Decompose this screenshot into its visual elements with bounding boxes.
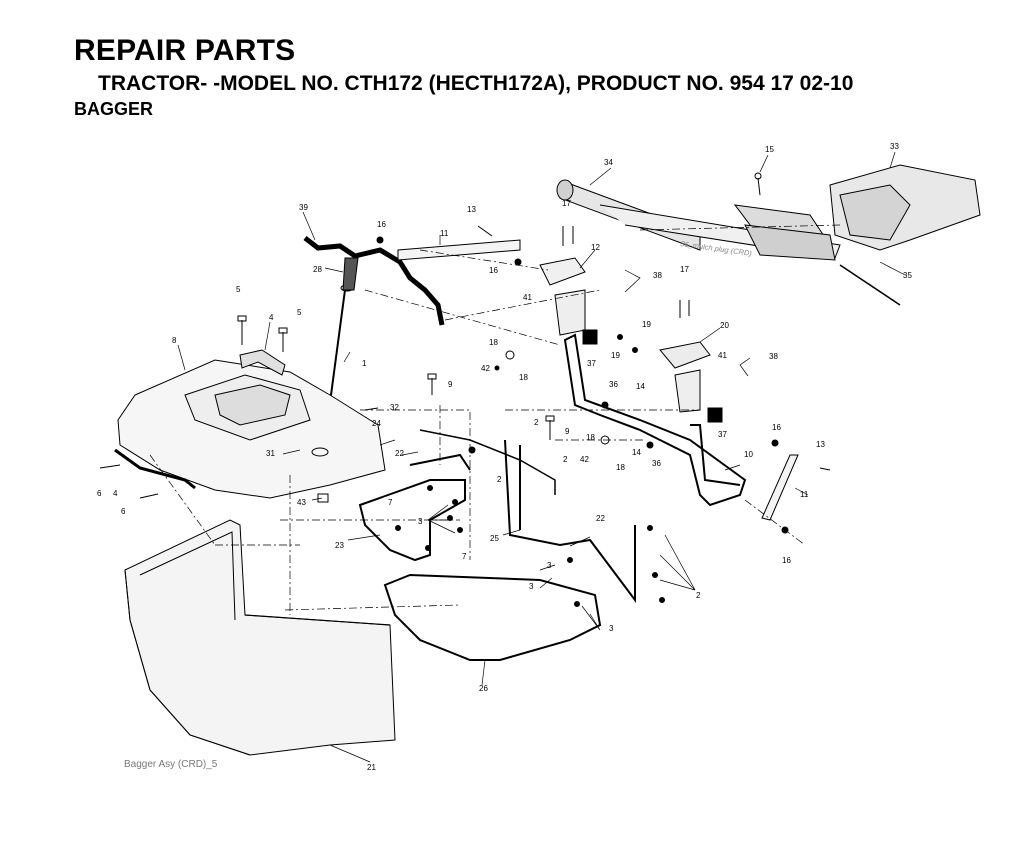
callout-2b: 2 [563, 455, 568, 464]
callout-8: 8 [172, 336, 177, 345]
callout-12: 12 [591, 243, 600, 252]
bracket-20 [659, 341, 711, 369]
callout-16d: 16 [782, 556, 791, 565]
callout-4a: 4 [269, 313, 274, 322]
callout-10: 10 [744, 450, 753, 459]
page-subtitle: TRACTOR- -MODEL NO. CTH172 (HECTH172A), … [98, 72, 854, 95]
callout-9b: 9 [565, 427, 570, 436]
callout-18b: 18 [519, 373, 528, 382]
callout-33: 33 [890, 142, 899, 151]
spacer-37-b [707, 407, 723, 423]
callout-6b: 6 [121, 507, 126, 516]
tube-34-end [556, 179, 574, 201]
callout-11a: 11 [440, 229, 449, 238]
callout-18d: 18 [616, 463, 625, 472]
frame-23 [358, 479, 466, 562]
callout-37a: 37 [587, 359, 596, 368]
frame-10 [563, 333, 747, 507]
callout-22a: 22 [395, 449, 404, 458]
rod-35 [839, 264, 901, 306]
bag-21 [124, 519, 396, 756]
callout-36b: 36 [652, 459, 661, 468]
frame-25 [504, 439, 636, 603]
section-title: BAGGER [74, 99, 154, 119]
callout-7a: 7 [388, 498, 393, 507]
callout-3c: 3 [529, 582, 534, 591]
handle-39 [303, 236, 445, 326]
callout-2a: 2 [534, 418, 539, 427]
grip-28 [342, 257, 359, 291]
callout-38b: 38 [769, 352, 778, 361]
callout-6a: 6 [97, 489, 102, 498]
callout-18c: 18 [586, 433, 595, 442]
callout-14b: 14 [632, 448, 641, 457]
callout-38a: 38 [653, 271, 662, 280]
callout-19a: 19 [642, 320, 651, 329]
callout-20: 20 [720, 321, 729, 330]
callout-16c: 16 [772, 423, 781, 432]
callout-42b: 42 [580, 455, 589, 464]
callout-32: 32 [390, 403, 399, 412]
spacer-37 [582, 329, 598, 345]
callout-42a: 42 [481, 364, 490, 373]
callout-28: 28 [313, 265, 322, 274]
callout-35: 35 [903, 271, 912, 280]
callout-36a: 36 [609, 380, 618, 389]
callout-39: 39 [299, 203, 308, 212]
diagram-caption: Bagger Asy (CRD)_5 [124, 759, 218, 770]
callout-5b: 5 [297, 308, 302, 317]
callout-22b: 22 [596, 514, 605, 523]
callout-41a: 41 [523, 293, 532, 302]
bracket-11-right [761, 454, 799, 521]
callout-15: 15 [765, 145, 774, 154]
callout-24: 24 [372, 419, 381, 428]
callout-26: 26 [479, 684, 488, 693]
callout-21: 21 [367, 763, 376, 772]
frame-26 [383, 573, 602, 661]
callout-16a: 16 [377, 220, 386, 229]
callout-4b: 4 [113, 489, 118, 498]
callout-3d: 3 [609, 624, 614, 633]
callout-14a: 14 [636, 382, 645, 391]
callout-2c: 2 [497, 475, 502, 484]
callout-3b: 3 [547, 561, 552, 570]
callout-13a: 13 [467, 205, 476, 214]
callout-1: 1 [362, 359, 367, 368]
callout-23: 23 [335, 541, 344, 550]
page-title: REPAIR PARTS [74, 34, 296, 67]
callout-17a: 17 [562, 199, 571, 208]
callout-41b: 41 [718, 351, 727, 360]
callout-11b: 11 [800, 490, 809, 499]
callout-18a: 18 [489, 338, 498, 347]
callout-17b: 17 [680, 265, 689, 274]
callout-5a: 5 [236, 285, 241, 294]
callout-9a: 9 [448, 380, 453, 389]
callout-16b: 16 [489, 266, 498, 275]
callout-2d: 2 [696, 591, 701, 600]
callout-7b: 7 [462, 552, 467, 561]
callout-25: 25 [490, 534, 499, 543]
callout-13b: 13 [816, 440, 825, 449]
callout-37b: 37 [718, 430, 727, 439]
bracket-12 [539, 257, 586, 286]
callout-34: 34 [604, 158, 613, 167]
bracket-11 [397, 239, 521, 261]
callout-19b: 19 [611, 351, 620, 360]
bracket-41 [554, 289, 586, 336]
callout-3a: 3 [418, 517, 423, 526]
callout-31: 31 [266, 449, 275, 458]
callout-43: 43 [297, 498, 306, 507]
